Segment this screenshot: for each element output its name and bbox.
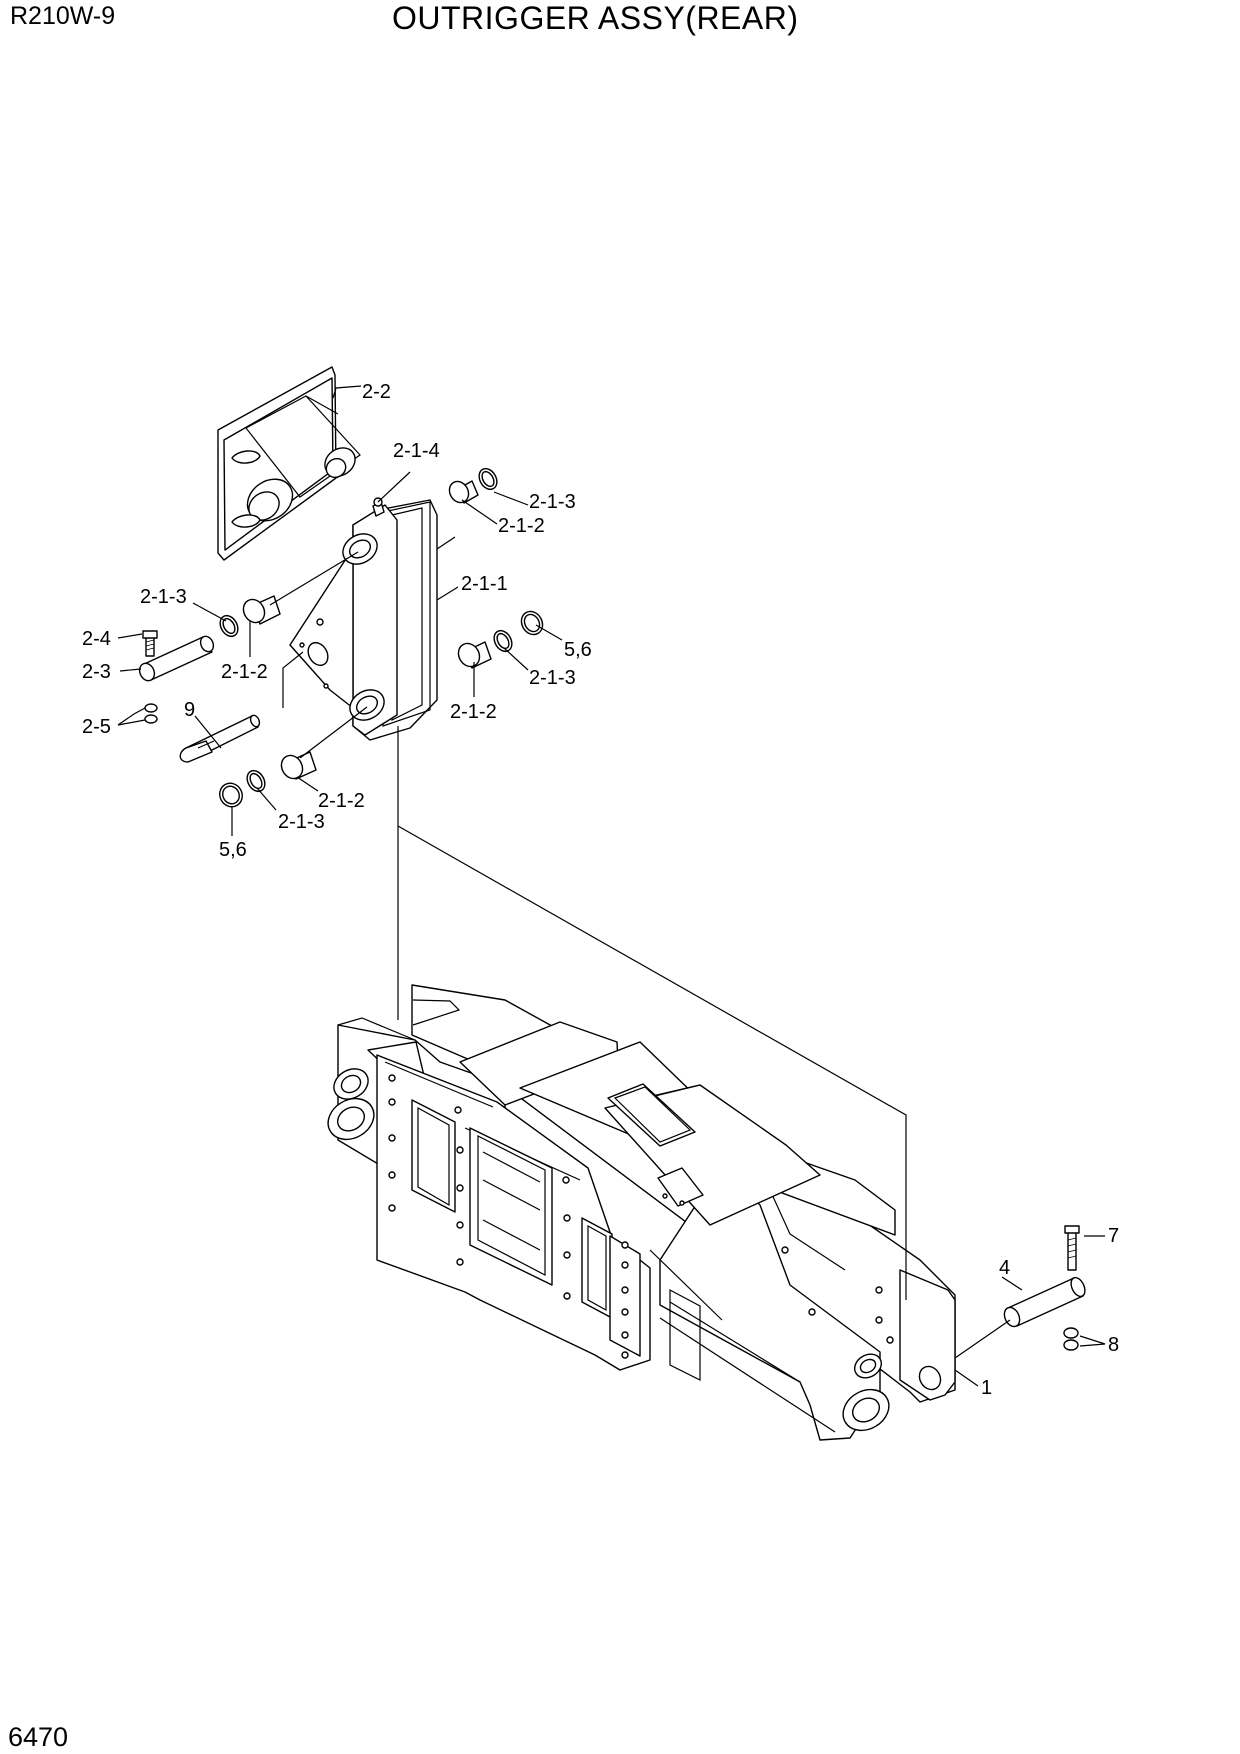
callout-2-1-1: 2-1-1 (461, 573, 508, 595)
callout-2-5: 2-5 (82, 716, 111, 738)
callout-2-1-2: 2-1-2 (450, 701, 497, 723)
callout-2-1-2: 2-1-2 (318, 790, 365, 812)
part-link-2-1-1 (289, 497, 438, 741)
callout-2-1-3: 2-1-3 (529, 491, 576, 513)
page-title: OUTRIGGER ASSY(REAR) (392, 0, 799, 36)
callout-8: 8 (1108, 1334, 1119, 1356)
callout-4: 4 (999, 1257, 1010, 1279)
callout-2-1-2: 2-1-2 (498, 515, 545, 537)
callout-2-1-3: 2-1-3 (278, 811, 325, 833)
frame-bolt-holes (388, 1074, 894, 1359)
callout-labels: 2-2 2-1-4 2-1-3 2-1-2 2-1-1 2-1-3 2-4 2-… (82, 381, 1119, 1399)
part-pin-2-3 (138, 630, 215, 724)
callout-2-3: 2-3 (82, 661, 111, 683)
part-pin-4 (1003, 1225, 1086, 1351)
callout-2-4: 2-4 (82, 628, 111, 650)
callout-7: 7 (1108, 1225, 1119, 1247)
part-bushings (219, 467, 544, 808)
model-number: R210W-9 (10, 2, 116, 30)
callout-2-1-3: 2-1-3 (140, 586, 187, 608)
callout-5-6: 5,6 (564, 639, 592, 661)
page-number: 6470 (8, 1722, 69, 1752)
part-bracket-2-2 (217, 366, 361, 561)
callout-2-2: 2-2 (362, 381, 391, 403)
callout-2-1-3: 2-1-3 (529, 667, 576, 689)
callout-1: 1 (981, 1377, 992, 1399)
part-main-frame-1 (327, 984, 956, 1441)
callout-9: 9 (184, 699, 195, 721)
callout-2-1-2: 2-1-2 (221, 661, 268, 683)
callout-2-1-4: 2-1-4 (393, 440, 440, 462)
leader-lines (117, 385, 1106, 1387)
callout-5-6: 5,6 (219, 839, 247, 861)
part-pin-9 (179, 714, 261, 763)
center-lines (269, 536, 1011, 1359)
